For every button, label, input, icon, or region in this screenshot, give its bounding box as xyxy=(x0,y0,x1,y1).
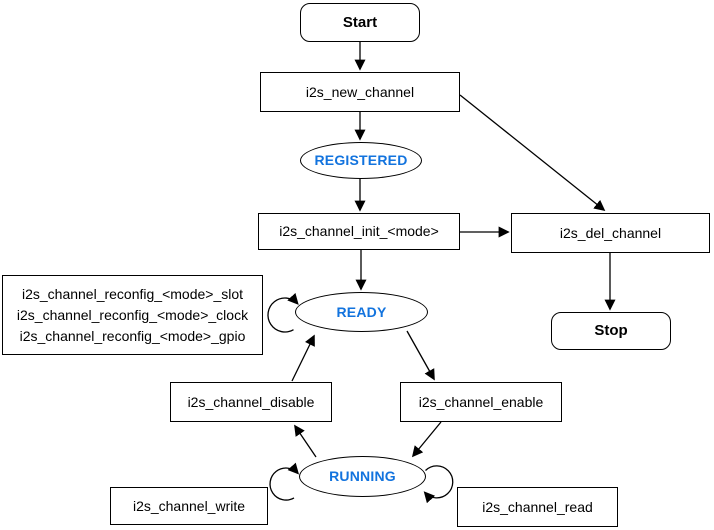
self-loop-running-right xyxy=(423,465,454,504)
self-loop-ready xyxy=(267,292,299,333)
node-i2s-channel-write: i2s_channel_write xyxy=(110,487,268,525)
arrow-running-to-disable xyxy=(294,424,317,458)
state-registered: REGISTERED xyxy=(300,142,422,179)
reconfig-line-gpio: i2s_channel_reconfig_<mode>_gpio xyxy=(19,327,246,344)
state-ready: READY xyxy=(295,292,428,332)
self-loop-running-left xyxy=(269,462,300,501)
node-i2s-channel-init-mode: i2s_channel_init_<mode> xyxy=(258,213,460,250)
arrow-new-channel-to-del-channel xyxy=(459,94,606,212)
arrow-enable-to-running xyxy=(411,421,442,458)
node-stop: Stop xyxy=(551,312,671,350)
arrow-ready-to-enable xyxy=(406,330,435,381)
node-start: Start xyxy=(300,3,420,42)
node-i2s-channel-enable: i2s_channel_enable xyxy=(400,382,562,422)
node-i2s-channel-disable: i2s_channel_disable xyxy=(170,382,332,422)
state-running: RUNNING xyxy=(299,456,426,497)
reconfig-line-clock: i2s_channel_reconfig_<mode>_clock xyxy=(16,306,249,323)
node-i2s-del-channel: i2s_del_channel xyxy=(511,213,710,253)
node-i2s-channel-read: i2s_channel_read xyxy=(457,487,618,527)
reconfig-line-slot: i2s_channel_reconfig_<mode>_slot xyxy=(21,285,244,302)
arrow-disable-to-ready xyxy=(291,334,315,382)
node-i2s-channel-reconfig-list: i2s_channel_reconfig_<mode>_slot i2s_cha… xyxy=(2,275,263,355)
node-i2s-new-channel: i2s_new_channel xyxy=(260,72,460,112)
